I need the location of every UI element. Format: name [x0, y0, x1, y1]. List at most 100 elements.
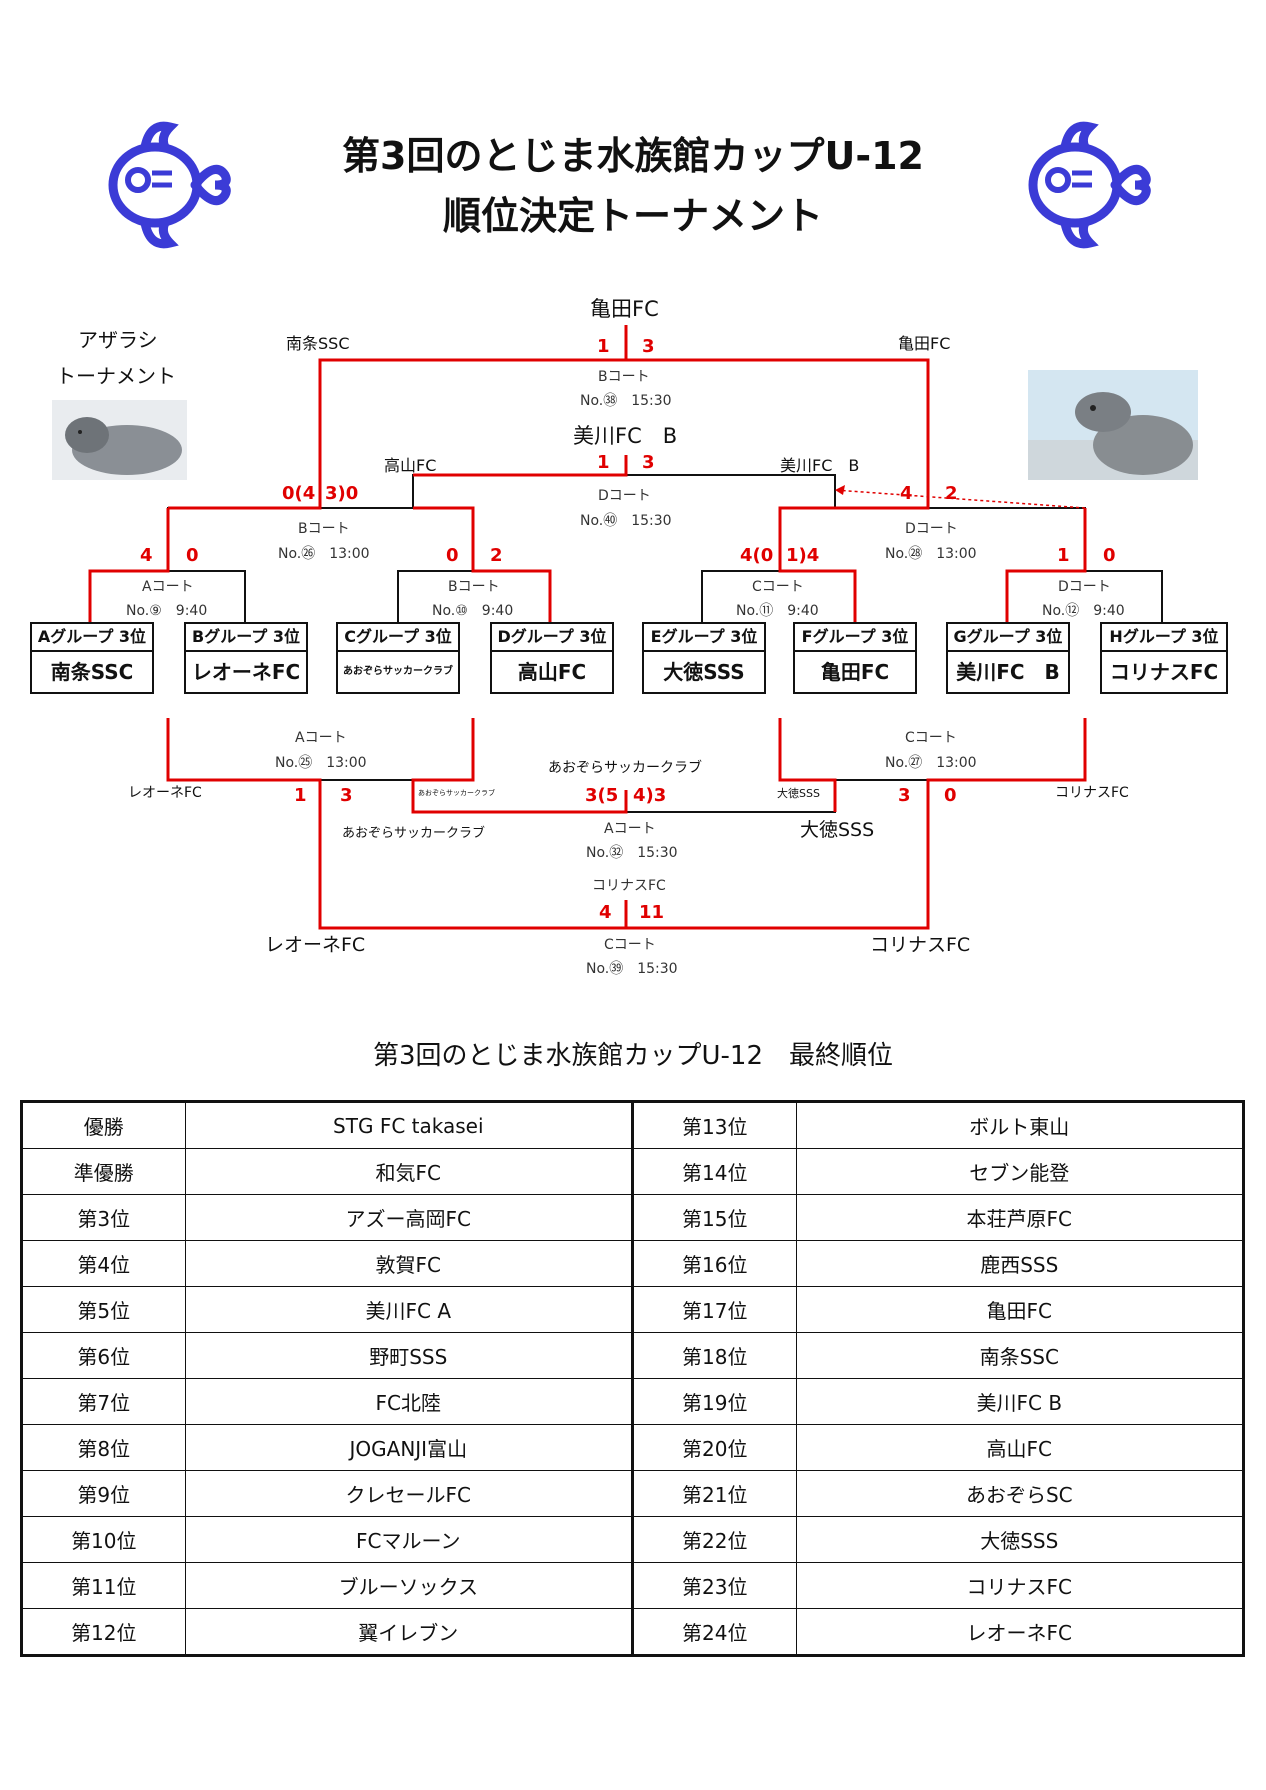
team-group: Aグループ 3位: [32, 624, 152, 652]
qf-left-no: No.㉖ 13:00: [278, 546, 370, 562]
rank-position-cell: 優勝: [21, 1101, 186, 1149]
qf-right-score-left: 4: [900, 483, 913, 504]
r1a-court: Aコート: [142, 579, 194, 595]
seal-photo-icon: [52, 400, 187, 480]
rank-team-cell: 本荘芦原FC: [795, 1194, 1245, 1241]
qf-left-score: 0(4: [282, 483, 316, 504]
mid-score-left: 3(5: [585, 785, 619, 806]
r1d-score-left: 1: [1057, 545, 1070, 566]
rank-team-cell: 亀田FC: [795, 1286, 1245, 1333]
rank-team-cell: ブルーソックス: [184, 1562, 633, 1609]
semi2-winner: 美川FC B: [573, 424, 678, 448]
team-group: Dグループ 3位: [492, 624, 612, 652]
rank-position-cell: 第11位: [21, 1562, 186, 1609]
rank-position-cell: 第6位: [21, 1332, 186, 1379]
rank-position-cell: 第8位: [21, 1424, 186, 1471]
rank-team-cell: セブン能登: [795, 1148, 1245, 1195]
lower-a-score-left: 1: [294, 785, 307, 806]
rank-team-cell: 翼イレブン: [184, 1608, 633, 1656]
rank-team-cell: コリナスFC: [795, 1562, 1245, 1609]
fish-logo-icon: [1028, 121, 1151, 249]
team-group: Cグループ 3位: [338, 624, 458, 652]
r1c-score-right: 1)4: [786, 545, 820, 566]
lower-a-left-team: レオーネFC: [128, 785, 202, 801]
r1b-score-left: 0: [446, 545, 459, 566]
lower-c-score-right: 0: [944, 785, 957, 806]
r1b-no: No.⑩ 9:40: [432, 603, 514, 619]
r1c-no: No.⑪ 9:40: [736, 603, 819, 619]
team-box: Hグループ 3位 コリナスFC: [1100, 622, 1228, 694]
team-box: Aグループ 3位 南条SSC: [30, 622, 154, 694]
rank-position-cell: 第7位: [21, 1378, 186, 1425]
qf-left-court: Bコート: [298, 521, 350, 537]
rank-position-cell: 第4位: [21, 1240, 186, 1287]
team-name: 亀田FC: [820, 660, 890, 684]
r1a-score-left: 4: [140, 545, 153, 566]
mid-score-right: 4)3: [633, 785, 667, 806]
rank-team-cell: 鹿西SSS: [795, 1240, 1245, 1287]
lower-c-no: No.㉗ 13:00: [885, 755, 977, 771]
fish-logo-icon: [108, 121, 231, 249]
rank-position-cell: 第9位: [21, 1470, 186, 1517]
rank-position-cell: 第24位: [630, 1608, 797, 1656]
lower-c-winner-small: 大徳SSS: [777, 787, 820, 800]
semi-right-team: 亀田FC: [898, 334, 951, 353]
r1d-no: No.⑫ 9:40: [1042, 603, 1125, 619]
ranking-title: 第3回のとじま水族館カップU-12 最終順位: [372, 1041, 894, 1071]
page-title-line2: 順位決定トーナメント: [442, 194, 823, 238]
lower-c-right-team: コリナスFC: [1055, 785, 1129, 801]
rank-position-cell: 第20位: [630, 1424, 797, 1471]
lower-a-loser: あおぞらサッカークラブ: [342, 826, 486, 841]
team-box: Fグループ 3位 亀田FC: [793, 622, 917, 694]
team-name: レオーネFC: [191, 660, 301, 684]
rank-position-cell: 第5位: [21, 1286, 186, 1333]
final-score-left: 1: [597, 336, 610, 357]
bracket-lines: [88, 325, 1163, 930]
r1a-no: No.⑨ 9:40: [126, 603, 208, 619]
rank-position-cell: 第23位: [630, 1562, 797, 1609]
rank-position-cell: 第22位: [630, 1516, 797, 1563]
rank-position-cell: 第3位: [21, 1194, 186, 1241]
r1a-score-right: 0: [186, 545, 199, 566]
rank-team-cell: FC北陸: [184, 1378, 633, 1425]
final-winner: 亀田FC: [590, 297, 659, 321]
semi-left-team: 南条SSC: [286, 334, 350, 353]
team-name: あおぞらサッカークラブ: [343, 666, 453, 677]
team-group: Eグループ 3位: [644, 624, 764, 652]
table-row: 第12位翼イレブン第24位レオーネFC: [21, 1608, 1245, 1656]
team-box: Bグループ 3位 レオーネFC: [184, 622, 308, 694]
qf-left-score2: 3)0: [325, 483, 359, 504]
team-group: Gグループ 3位: [948, 624, 1068, 652]
page-title-line1: 第3回のとじま水族館カップU-12: [342, 134, 924, 178]
rank-team-cell: アズー高岡FC: [184, 1194, 633, 1241]
lower-c-court: Cコート: [905, 730, 957, 746]
bottom-court: Cコート: [604, 937, 656, 953]
team-name: 高山FC: [517, 660, 587, 684]
team-name: 大徳SSS: [663, 660, 745, 684]
semi2-right-team: 美川FC B: [780, 456, 860, 475]
rank-position-cell: 第18位: [630, 1332, 797, 1379]
team-name: コリナスFC: [1109, 660, 1219, 684]
side-label-line2: トーナメント: [56, 364, 176, 388]
qf-right-court: Dコート: [905, 521, 958, 537]
r1b-court: Bコート: [448, 579, 500, 595]
rank-team-cell: 大徳SSS: [795, 1516, 1245, 1563]
final-score-right: 3: [642, 336, 655, 357]
rank-team-cell: 和気FC: [184, 1148, 633, 1195]
r1d-score-right: 0: [1103, 545, 1116, 566]
final-no: No.㊳ 15:30: [580, 393, 672, 409]
rank-position-cell: 第16位: [630, 1240, 797, 1287]
rank-team-cell: あおぞらSC: [795, 1470, 1245, 1517]
semi2-score-left: 1: [597, 452, 610, 473]
lower-a-no: No.㉕ 13:00: [275, 755, 367, 771]
semi2-no: No.㊵ 15:30: [580, 513, 672, 529]
side-label-line1: アザラシ: [78, 328, 158, 352]
rank-position-cell: 第19位: [630, 1378, 797, 1425]
